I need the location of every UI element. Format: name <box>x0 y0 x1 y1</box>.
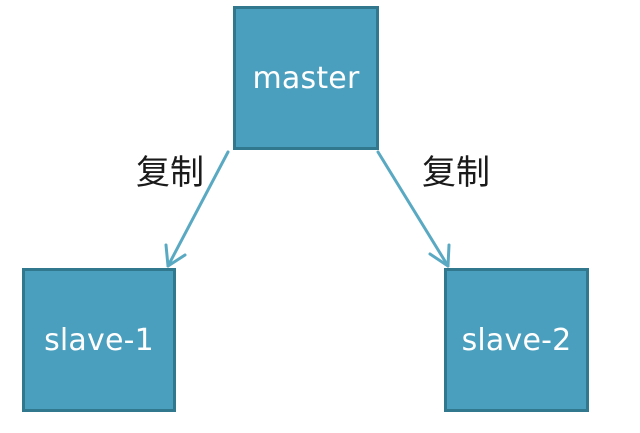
edge-label-replicate-right: 复制 <box>422 153 490 193</box>
arrow-master-to-slave-2 <box>376 150 450 268</box>
slave-1-node-label: slave-1 <box>44 322 154 358</box>
arrow-master-to-slave-1 <box>166 150 230 268</box>
slave-2-node: slave-2 <box>444 268 589 412</box>
edge-label-replicate-left: 复制 <box>136 153 204 193</box>
arrowhead-slave-2 <box>428 243 451 268</box>
master-node-label: master <box>252 60 360 96</box>
arrowhead-slave-1 <box>164 243 187 268</box>
slave-1-node: slave-1 <box>22 268 176 412</box>
master-node: master <box>233 6 379 150</box>
slave-2-node-label: slave-2 <box>461 322 572 358</box>
